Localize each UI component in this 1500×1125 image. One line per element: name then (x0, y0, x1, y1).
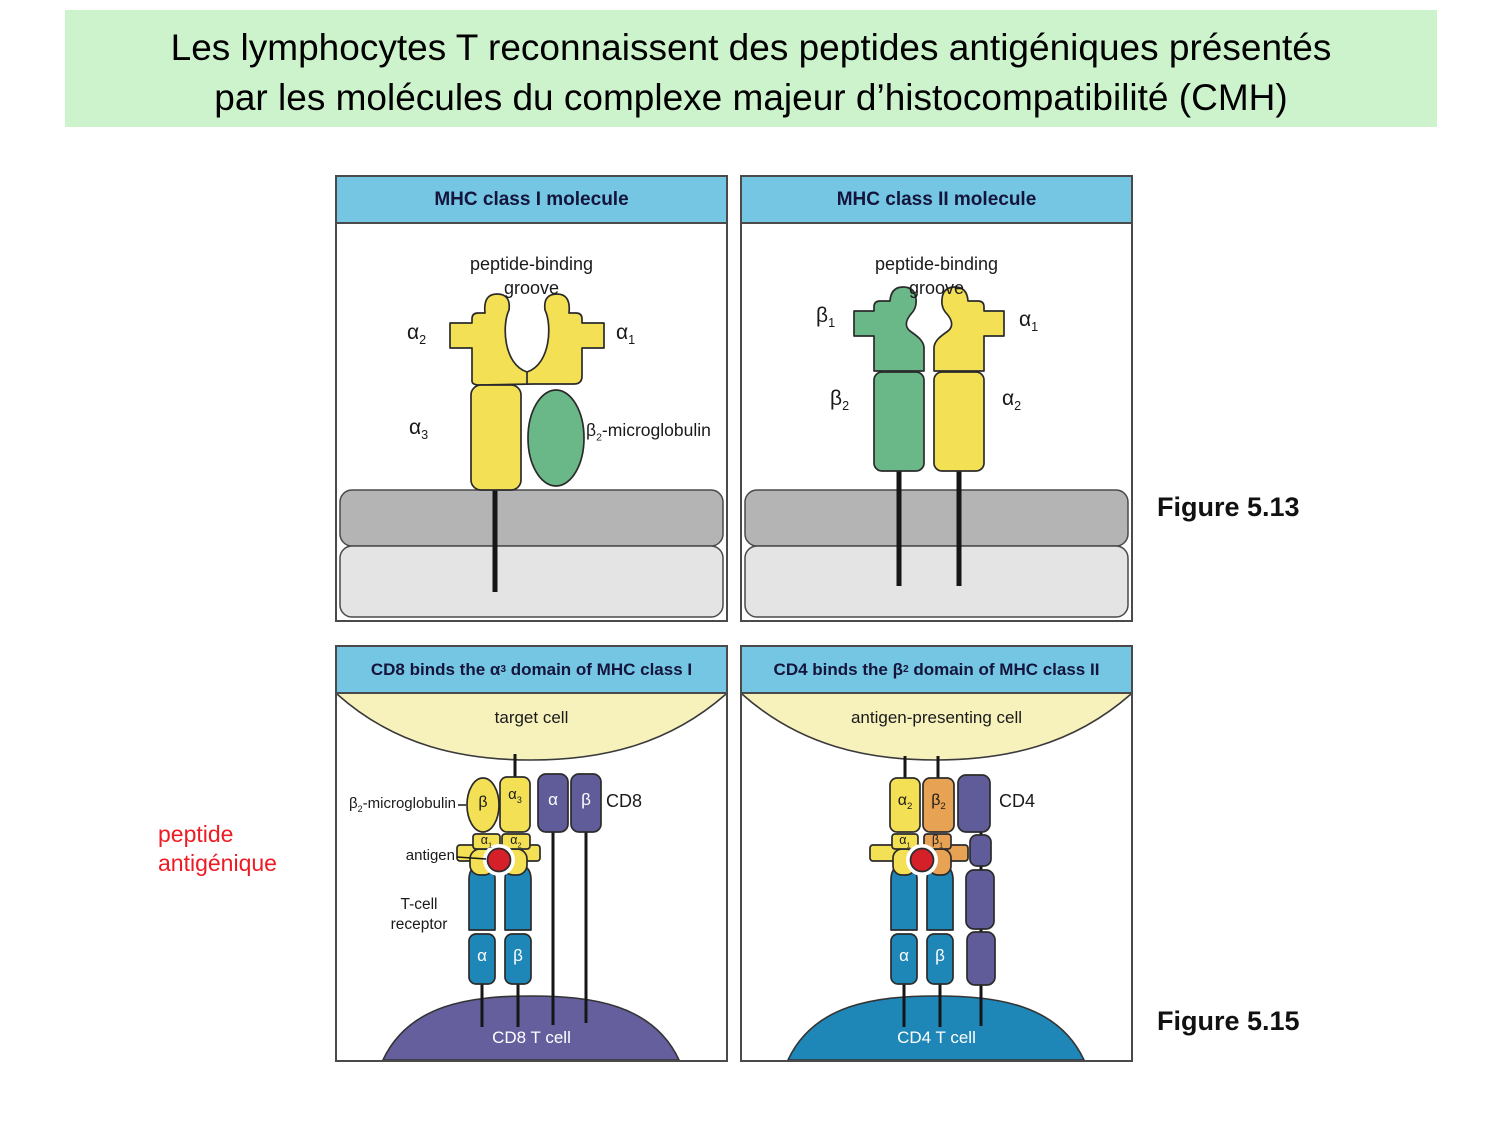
mhc2-alpha1-label: α1 (1019, 308, 1039, 335)
cd4-label: CD4 (999, 791, 1036, 811)
cd8-beta-box-label: β (581, 790, 591, 809)
b2m-beta-label: β (478, 794, 488, 811)
beta2-box-label: β2 (931, 792, 946, 813)
mhc1-alpha3-label: α3 (409, 416, 429, 443)
mhc1-alpha1-alpha2-groove-shape (449, 293, 605, 386)
mhc2-diagram (744, 286, 1129, 618)
tcr-alpha-constant-domain (468, 933, 496, 985)
target-cell-shape (337, 694, 726, 760)
target-cell-outline (337, 694, 726, 761)
tcr-beta-label: β (513, 946, 523, 965)
note-line-1: peptide (158, 821, 234, 847)
panel-mhc-class-2-title: MHC class II molecule (836, 188, 1037, 210)
panel-mhc-class-1-header: MHC class I molecule (337, 177, 726, 224)
mhc2-groove-label-line2: groove (908, 278, 965, 298)
antigen-presenting-cell-shape (742, 694, 1131, 760)
tcr-beta-constant-domain (926, 933, 954, 985)
beta1-box-label: β1 (931, 833, 944, 850)
membrane-outer-leaflet (744, 489, 1129, 547)
mhc1-groove-label-line2: groove (503, 278, 560, 298)
mhc2-alpha1-domain (933, 286, 1005, 372)
target-cell-label: target cell (494, 708, 569, 727)
cd4-t-cell-label: CD4 T cell (897, 1028, 976, 1047)
cd4-domain-4 (966, 931, 996, 986)
cd4-diagram (742, 694, 1131, 1060)
mhc1-diagram (339, 293, 724, 618)
mhc1-beta2-microglobulin-shape (527, 389, 585, 487)
cd4-domain-3 (965, 869, 995, 930)
cd8-beta-box (570, 773, 602, 833)
panel-mhc-class-2-header: MHC class II molecule (742, 177, 1131, 224)
title-line-1: Les lymphocytes T reconnaissent des pept… (170, 27, 1332, 68)
tcr-beta-label: β (935, 946, 945, 965)
title-banner: Les lymphocytes T reconnaissent des pept… (65, 10, 1437, 127)
cd4-t-cell-shape (787, 995, 1085, 1060)
note-line-2: antigénique (158, 850, 277, 876)
mhc2-alpha2-box (889, 777, 921, 833)
title-line-2: par les molécules du complexe majeur d’h… (214, 77, 1288, 118)
figure-5-15-label: Figure 5.15 (1157, 1006, 1300, 1036)
tcr-alpha-label: α (477, 946, 487, 965)
peptide-antigenique-note: peptide antigénique (158, 820, 277, 878)
membrane-inner-leaflet (339, 545, 724, 618)
tcr-alpha-label: α (899, 946, 909, 965)
mhc2-beta2-label: β2 (830, 387, 850, 414)
mhc2-alpha1-box (891, 833, 919, 850)
mhc1-alpha3-box (499, 776, 531, 833)
panel-mhc-class-1-title: MHC class I molecule (434, 188, 629, 210)
antigen-presenting-cell-label: antigen-presenting cell (850, 708, 1023, 727)
mhc2-beta2-domain (873, 371, 925, 472)
mhc1-alpha3-domain (470, 384, 522, 491)
alpha2-box-label: α2 (897, 792, 913, 813)
membrane-inner-leaflet (744, 545, 1129, 618)
alpha1-box-label: α1 (480, 833, 493, 850)
mhc2-beta2-box (922, 777, 955, 833)
cd8-t-cell-shape (382, 995, 680, 1060)
antigen-label: antigen (405, 847, 455, 864)
alpha3-box-label: α3 (508, 786, 522, 805)
cd8-label: CD8 (606, 791, 643, 811)
membrane-outer-leaflet (339, 489, 724, 547)
alpha1-box-label: α1 (899, 833, 911, 850)
tcr-beta-constant-domain (504, 933, 532, 985)
alpha2-box-label: α2 (510, 833, 522, 850)
antigen-peptide-dot (909, 847, 935, 873)
antigen-presenting-cell-outline (742, 694, 1131, 761)
mhc1-alpha2-box (501, 833, 531, 850)
figure-5-13-label: Figure 5.13 (1157, 492, 1300, 522)
tcr-alpha-constant-domain (890, 933, 918, 985)
mhc2-beta1-domain (853, 286, 925, 372)
mhc1-alpha1-label: α1 (616, 321, 636, 348)
antigen-peptide-dot (486, 847, 512, 873)
mhc1-b2m-label: β2-microglobulin (586, 420, 711, 444)
cd8-diagram (337, 694, 726, 1060)
mhc1-groove-label-line1: peptide-binding (469, 254, 594, 274)
cd8-t-cell-label: CD8 T cell (492, 1028, 571, 1047)
cd4-domain-1 (957, 774, 991, 833)
mhc2-groove-label-line1: peptide-binding (874, 254, 999, 274)
mhc2-alpha2-domain (933, 371, 985, 472)
cd8-alpha-box-label: α (548, 790, 558, 809)
antigen-connector-line (456, 856, 487, 860)
cd4-domain-2 (969, 834, 992, 867)
b2m-ellipse (466, 777, 500, 833)
mhc2-beta1-box (923, 833, 952, 850)
cd8-alpha-box (537, 773, 569, 833)
cd8-b2m-label: β2-microglobulin (348, 795, 456, 814)
mhc1-alpha2-label: α2 (407, 321, 427, 348)
panel-mhc-class-2: MHC class II molecule peptide-binding gr… (740, 175, 1133, 622)
mhc2-alpha2-label: α2 (1002, 387, 1022, 414)
mhc2-beta1-label: β1 (816, 304, 836, 331)
panel-mhc-class-1: MHC class I molecule peptide-binding gro… (335, 175, 728, 622)
